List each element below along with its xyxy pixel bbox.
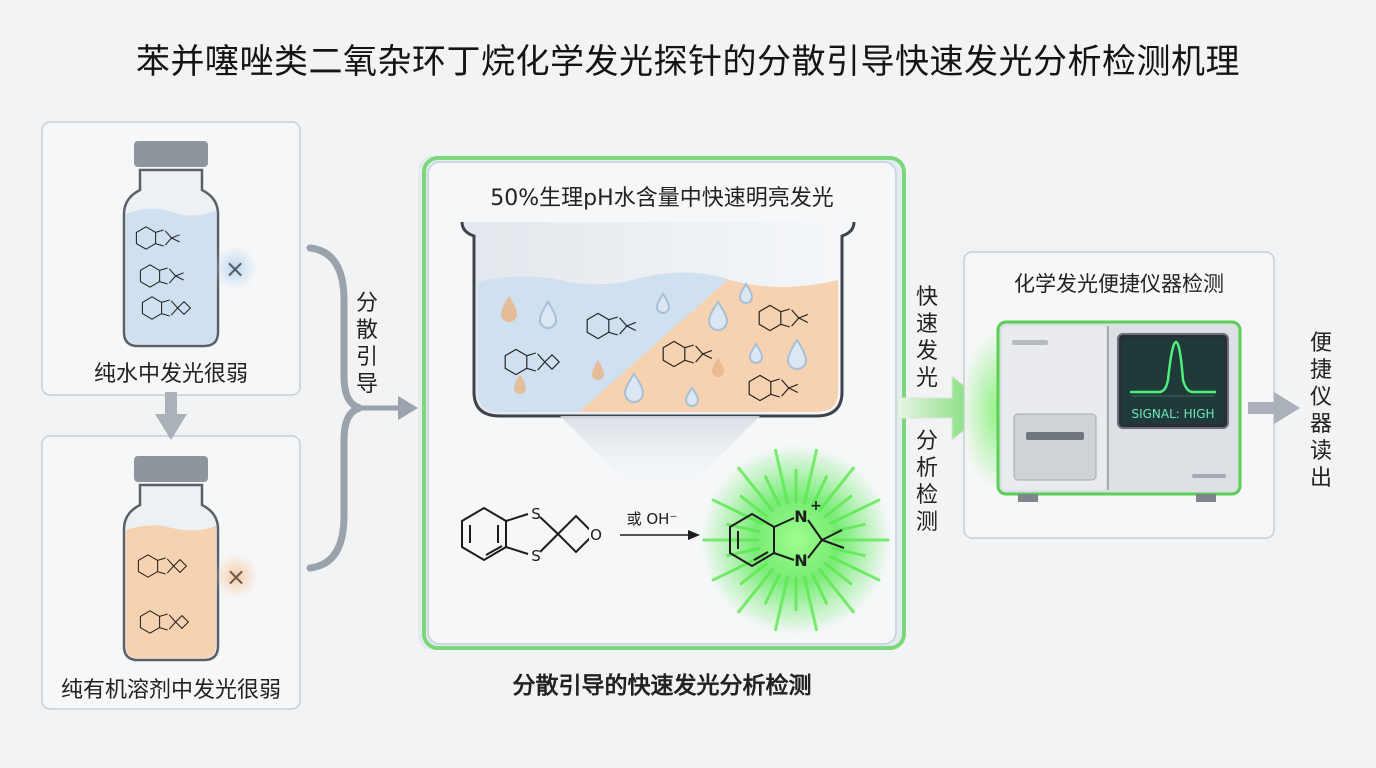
burst-ray xyxy=(831,522,866,534)
burst-ray xyxy=(802,448,818,505)
burst-ray xyxy=(828,498,881,526)
readout-label: 便捷仪器读出 xyxy=(1309,331,1332,491)
burst-ray xyxy=(810,572,828,605)
funnel-projection xyxy=(560,416,760,486)
water-weak-halo xyxy=(213,246,257,290)
burst-ray xyxy=(818,568,855,614)
readout-arrow xyxy=(1248,392,1300,424)
fast-glow-label: 快速发光 xyxy=(915,285,938,391)
reagent-label: 或 OH⁻ xyxy=(627,510,678,528)
burst-ray xyxy=(739,494,768,518)
organic-weak-halo xyxy=(214,554,258,598)
beaker xyxy=(460,221,856,418)
water-label: 纯水中发光很弱 xyxy=(93,362,248,387)
instrument-label: 化学发光便捷仪器检测 xyxy=(1014,272,1224,296)
burst-ray xyxy=(764,572,782,605)
product-molecule xyxy=(729,512,845,568)
burst-ray xyxy=(774,575,790,632)
burst-ray xyxy=(774,448,790,505)
page-title: 苯并噻唑类二氧杂环丁烷化学发光探针的分散引导快速发光分析检测机理 xyxy=(136,42,1240,82)
organic-vial xyxy=(122,456,220,662)
instrument-device xyxy=(996,320,1242,502)
water-weak-mark: × xyxy=(225,255,245,283)
organic-label: 纯有机溶剂中发光很弱 xyxy=(60,678,281,703)
charge-plus: + xyxy=(810,498,822,514)
droplets-blue xyxy=(538,282,808,407)
atom-n-1: N xyxy=(794,507,807,526)
burst-ray xyxy=(711,498,764,526)
atom-s-1: S xyxy=(531,505,541,523)
organic-weak-mark: × xyxy=(226,563,246,591)
burst-ray xyxy=(810,475,828,508)
water-vial xyxy=(122,141,220,348)
atom-n-2: N xyxy=(794,551,807,570)
burst-ray xyxy=(739,562,768,586)
signal-readout: SIGNAL: HIGH xyxy=(1131,407,1214,421)
green-burst xyxy=(701,445,891,635)
burst-ray xyxy=(824,494,853,518)
burst-ray xyxy=(764,475,782,508)
dispersion-label: 分散引导 xyxy=(355,291,378,397)
center-caption: 分散引导的快速发光分析检测 xyxy=(512,673,812,699)
droplets-orange xyxy=(501,296,724,394)
atom-o: O xyxy=(590,526,602,544)
down-arrow xyxy=(155,392,187,440)
reactant-molecule xyxy=(461,506,596,562)
burst-ray xyxy=(818,466,855,512)
burst-ray xyxy=(711,554,764,582)
burst-ray xyxy=(824,562,853,586)
burst-ray xyxy=(831,546,866,558)
analysis-label: 分析检测 xyxy=(915,429,938,535)
burst-ray xyxy=(802,575,818,632)
atom-s-2: S xyxy=(531,547,541,565)
burst-ray xyxy=(737,568,774,614)
center-top-label: 50%生理pH水含量中快速明亮发光 xyxy=(490,186,834,211)
burst-ray xyxy=(737,466,774,512)
burst-ray xyxy=(828,554,881,582)
